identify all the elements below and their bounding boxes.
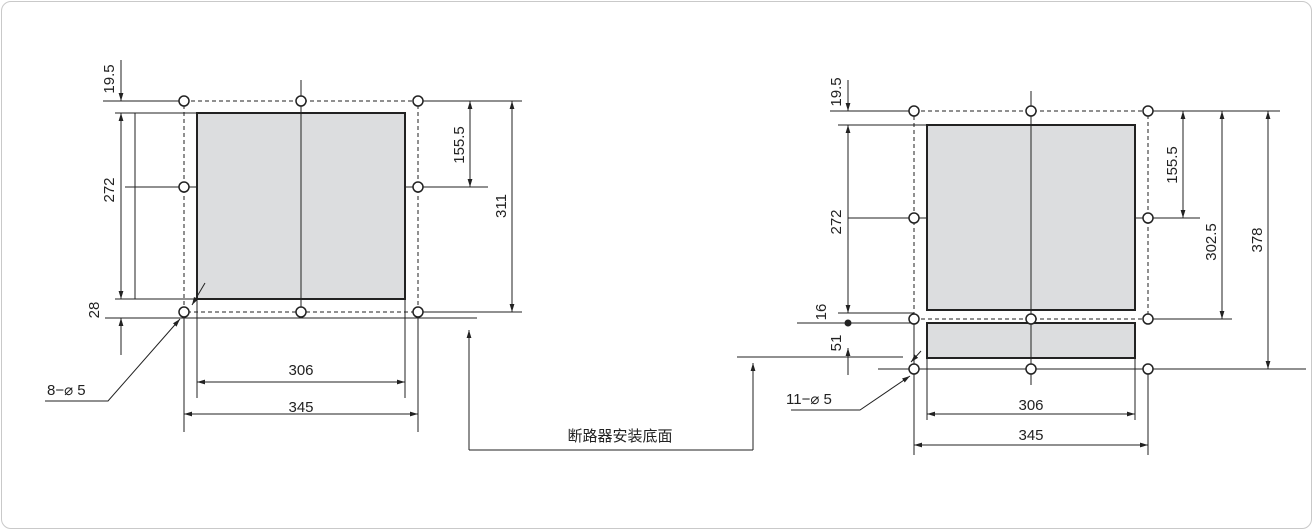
dim-outer-width: 345	[1018, 427, 1043, 444]
left-drawing: 19.5 272 28 155.5 311 306 345 8−⌀ 5	[45, 60, 522, 432]
dim-outer-width: 345	[288, 399, 313, 416]
reference-dot	[844, 319, 852, 327]
dim-inner-width: 306	[1018, 397, 1043, 414]
base-label: 断路器安装底面	[567, 428, 672, 445]
dim-total-height: 311	[493, 194, 510, 218]
mounting-holes	[178, 95, 424, 318]
hole-label: 11−⌀ 5	[786, 391, 832, 408]
dim-gap: 16	[813, 304, 830, 321]
hole-label: 8−⌀ 5	[47, 382, 86, 399]
dim-half-height: 155.5	[1164, 146, 1181, 184]
dim-top-offset: 19.5	[828, 77, 845, 106]
base-callout: 断路器安装底面	[466, 330, 903, 451]
dim-bottom-offset: 28	[86, 302, 103, 319]
hole-leader	[45, 318, 181, 402]
dim-lower-height: 51	[828, 335, 845, 352]
dim-top-offset: 19.5	[101, 64, 118, 93]
mounting-holes	[908, 105, 1154, 375]
dim-total-height: 378	[1249, 227, 1266, 252]
dim-half-height: 155.5	[451, 126, 468, 164]
hole-leader	[791, 375, 911, 411]
dim-mid-height: 302.5	[1203, 223, 1220, 261]
right-drawing: 19.5 272 16 51 155.5 302.5 378 306 345 1…	[786, 77, 1306, 455]
dim-height: 272	[828, 209, 845, 234]
dim-inner-width: 306	[288, 362, 313, 379]
dim-height: 272	[101, 177, 118, 202]
